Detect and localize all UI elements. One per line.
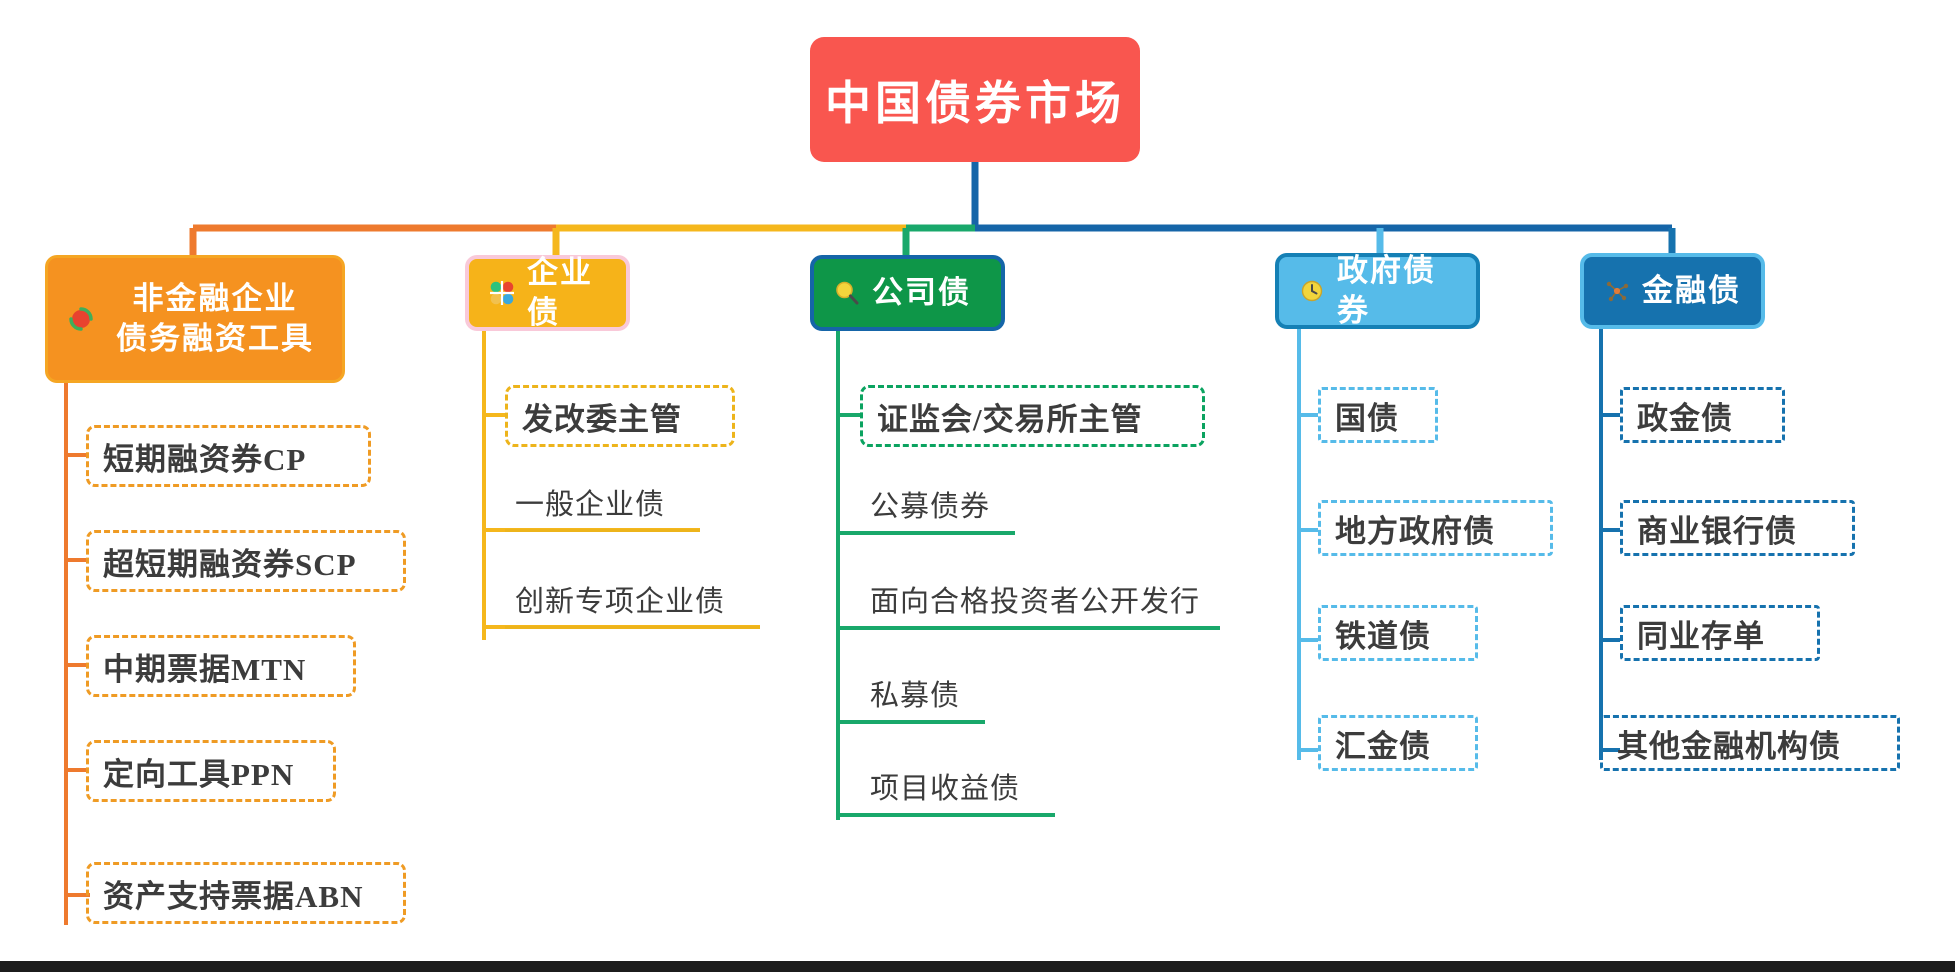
leaf-label: 面向合格投资者公开发行 xyxy=(870,586,1201,618)
branch-node-label: 金融债 xyxy=(1642,273,1741,309)
leaf-item-public-offering-bond[interactable]: 公募债券 xyxy=(860,472,1015,534)
recycle-icon xyxy=(66,304,96,334)
branch-node-non-financial-corporate[interactable]: 非金融企业 债务融资工具 xyxy=(45,255,345,383)
branch-node-company-bond[interactable]: 公司债 xyxy=(810,255,1005,331)
root-node-label: 中国债券市场 xyxy=(825,77,1125,129)
leaf-label: 汇金债 xyxy=(1335,728,1431,764)
leaf-item-other-financial-institution-bond[interactable]: 其他金融机构债 xyxy=(1600,715,1900,771)
leaf-label: 短期融资券CP xyxy=(103,441,307,477)
leaf-item-interbank-cd[interactable]: 同业存单 xyxy=(1620,605,1820,661)
leaf-item-commercial-bank-bond[interactable]: 商业银行债 xyxy=(1620,500,1855,556)
leaf-item-cp[interactable]: 短期融资券CP xyxy=(86,425,371,487)
leaf-item-ndrc-supervised[interactable]: 发改委主管 xyxy=(505,385,735,447)
leaf-label: 项目收益债 xyxy=(870,773,1021,805)
leaf-item-abn[interactable]: 资产支持票据ABN xyxy=(86,862,406,924)
leaf-item-ppn[interactable]: 定向工具PPN xyxy=(86,740,336,802)
leaf-label: 一般企业债 xyxy=(515,489,666,521)
clock-icon xyxy=(1297,276,1327,306)
leaf-item-general-enterprise-bond[interactable]: 一般企业债 xyxy=(505,470,700,532)
leaf-item-huijin-bond[interactable]: 汇金债 xyxy=(1318,715,1478,771)
branch-node-label: 政府债券 xyxy=(1337,253,1436,328)
branch-node-enterprise-bond[interactable]: 企业债 xyxy=(465,255,630,331)
branch-node-financial-bond[interactable]: 金融债 xyxy=(1580,253,1765,329)
network-icon xyxy=(1602,276,1632,306)
leaf-label: 公募债券 xyxy=(870,491,991,523)
leaf-label: 同业存单 xyxy=(1637,618,1765,654)
leaf-label: 发改委主管 xyxy=(522,401,682,437)
leaf-label: 中期票据MTN xyxy=(103,651,307,687)
leaf-item-treasury-bond[interactable]: 国债 xyxy=(1318,387,1438,443)
leaf-item-csrc-exchange-supervised[interactable]: 证监会/交易所主管 xyxy=(860,385,1205,447)
leaf-item-qualified-investor-public-issue[interactable]: 面向合格投资者公开发行 xyxy=(860,567,1220,629)
leaf-item-railway-bond[interactable]: 铁道债 xyxy=(1318,605,1478,661)
leaf-label: 私募债 xyxy=(870,680,961,712)
leaf-item-private-placement-bond[interactable]: 私募债 xyxy=(860,661,985,723)
leaf-label: 超短期融资券SCP xyxy=(103,546,357,582)
bottom-bar xyxy=(0,961,1955,972)
leaf-label: 商业银行债 xyxy=(1637,513,1797,549)
leaf-label: 证监会/交易所主管 xyxy=(877,401,1143,437)
leaf-label: 创新专项企业债 xyxy=(515,586,726,618)
leaf-label: 资产支持票据ABN xyxy=(103,878,364,914)
leaf-item-project-revenue-bond[interactable]: 项目收益债 xyxy=(860,754,1055,816)
leaf-label: 定向工具PPN xyxy=(103,756,295,792)
magnifier-icon xyxy=(832,278,862,308)
branch-node-government-bond[interactable]: 政府债券 xyxy=(1275,253,1480,329)
leaf-item-scp[interactable]: 超短期融资券SCP xyxy=(86,530,406,592)
four-squares-icon xyxy=(487,278,517,308)
branch-node-label: 公司债 xyxy=(872,275,971,311)
leaf-item-policy-financial-bond[interactable]: 政金债 xyxy=(1620,387,1785,443)
leaf-label: 其他金融机构债 xyxy=(1617,728,1841,764)
leaf-item-innovative-special-enterprise-bond[interactable]: 创新专项企业债 xyxy=(505,567,760,629)
root-node[interactable]: 中国债券市场 xyxy=(810,37,1140,162)
branch-node-label: 非金融企业 债务融资工具 xyxy=(116,281,314,356)
leaf-label: 国债 xyxy=(1335,400,1399,436)
leaf-item-local-government-bond[interactable]: 地方政府债 xyxy=(1318,500,1553,556)
leaf-label: 地方政府债 xyxy=(1335,513,1495,549)
leaf-label: 政金债 xyxy=(1637,400,1733,436)
branch-node-label: 企业债 xyxy=(527,255,593,330)
leaf-item-mtn[interactable]: 中期票据MTN xyxy=(86,635,356,697)
leaf-label: 铁道债 xyxy=(1335,618,1431,654)
